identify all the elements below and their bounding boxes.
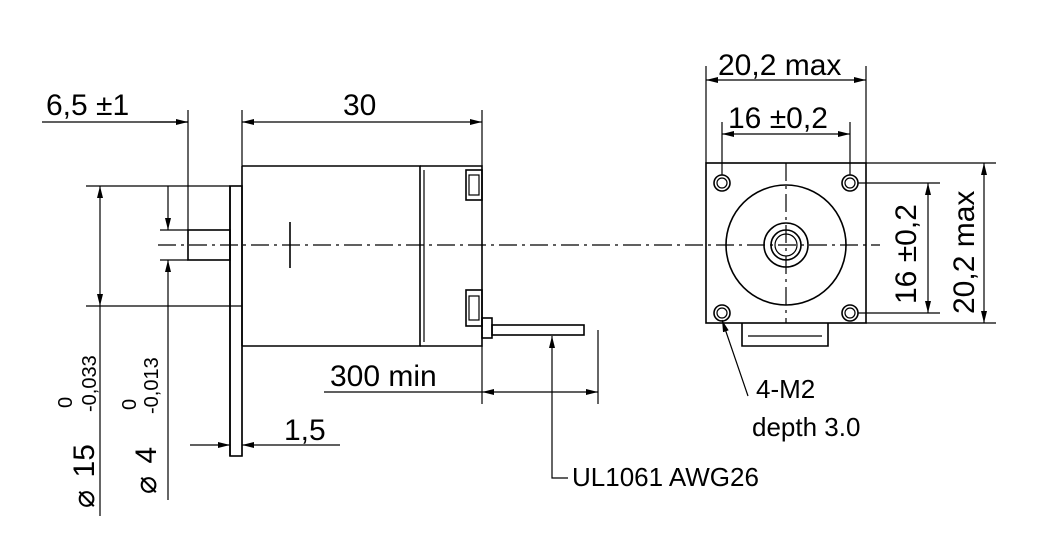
holes-note-line2: depth 3.0	[752, 412, 860, 442]
hole-spacing-v-label: 16 ±0,2	[890, 204, 923, 304]
cable-spec-leader	[549, 336, 568, 479]
diameter-symbol-icon: ⌀	[68, 490, 101, 508]
cable-exit	[481, 317, 493, 339]
motor-cable	[491, 324, 585, 336]
hole-spacing-h-label: 16 ±0,2	[728, 102, 828, 135]
flange-thickness-label: 1,5	[284, 414, 326, 447]
end-cap-clip-top	[465, 169, 483, 201]
pilot-diameter-label: ⌀ 15	[68, 444, 101, 508]
end-cap-clip-bottom	[465, 289, 483, 327]
holes-note-line1: 4-M2	[756, 374, 815, 404]
shaft-tol-lower: -0,013	[141, 357, 163, 414]
shaft-diameter-label: ⌀ 4	[130, 447, 163, 494]
shaft-tol-upper: 0	[119, 399, 141, 410]
motor-body	[242, 165, 421, 347]
motor-end-cap	[420, 165, 483, 347]
pilot-tol-lower: -0,033	[79, 355, 101, 412]
front-height-label: 20,2 max	[948, 191, 981, 314]
holes-leader	[721, 319, 749, 397]
front-connector	[741, 323, 829, 347]
shaft-length-label: 6,5 ±1	[46, 89, 129, 122]
cable-spec-label: UL1061 AWG26	[572, 462, 759, 492]
front-view	[705, 162, 867, 347]
front-width-label: 20,2 max	[718, 49, 841, 82]
cable-length-label: 300 min	[330, 360, 437, 393]
motor-flange	[229, 185, 243, 457]
diameter-symbol-icon: ⌀	[130, 476, 163, 494]
side-view	[187, 165, 585, 457]
body-length-label: 30	[343, 89, 376, 122]
pilot-tol-upper: 0	[55, 397, 77, 408]
